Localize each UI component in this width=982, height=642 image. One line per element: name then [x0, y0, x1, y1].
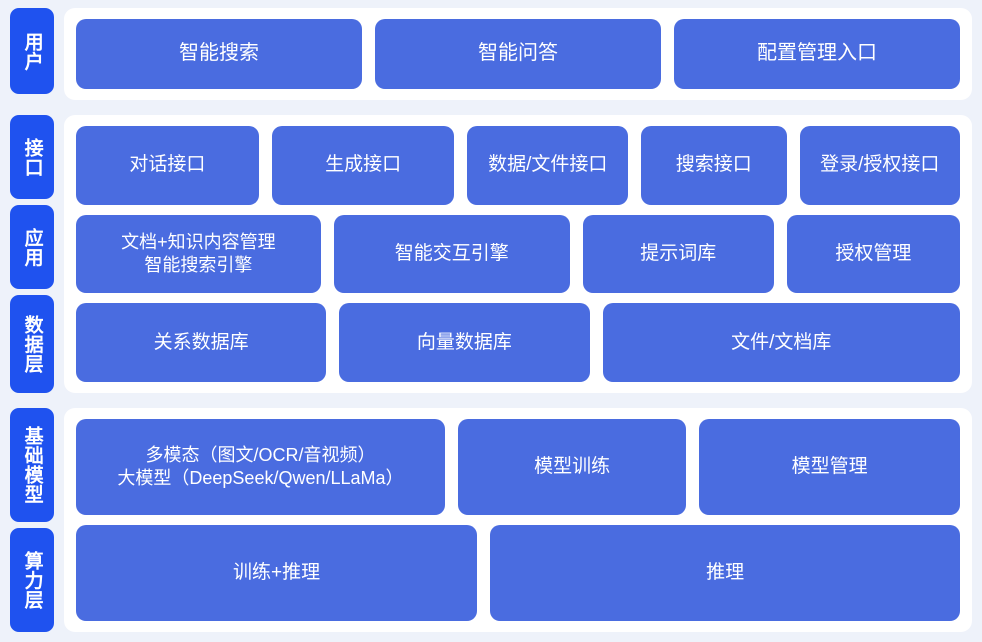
- tag-column-base: 基础模型 算力层: [10, 408, 54, 632]
- panel-user: 智能搜索 智能问答 配置管理入口: [64, 8, 972, 100]
- card-multimodal-large-model[interactable]: 多模态（图文/OCR/音视频） 大模型（DeepSeek/Qwen/LLaMa）: [76, 419, 445, 515]
- band-user: 用户 智能搜索 智能问答 配置管理入口: [10, 8, 972, 100]
- card-smart-qa[interactable]: 智能问答: [375, 19, 661, 89]
- card-smart-search[interactable]: 智能搜索: [76, 19, 362, 89]
- panel-middle: 对话接口 生成接口 数据/文件接口 搜索接口 登录/授权接口 文档+知识内容管理…: [64, 115, 972, 393]
- card-model-management[interactable]: 模型管理: [699, 419, 960, 515]
- card-authorization-management[interactable]: 授权管理: [786, 214, 960, 294]
- card-search-api[interactable]: 搜索接口: [640, 126, 787, 205]
- card-prompt-library[interactable]: 提示词库: [582, 214, 774, 294]
- card-model-training[interactable]: 模型训练: [457, 419, 687, 515]
- row-compute: 训练+推理 推理: [76, 525, 960, 621]
- card-doc-knowledge-management[interactable]: 文档+知识内容管理 智能搜索引擎: [76, 214, 321, 294]
- card-login-auth-api[interactable]: 登录/授权接口: [799, 126, 961, 205]
- card-data-file-api[interactable]: 数据/文件接口: [467, 126, 628, 205]
- card-vector-database[interactable]: 向量数据库: [339, 303, 590, 383]
- band-base: 基础模型 算力层 多模态（图文/OCR/音视频） 大模型（DeepSeek/Qw…: [10, 408, 972, 632]
- tag-column-middle: 接口 应用 数据层: [10, 115, 54, 393]
- band-middle: 接口 应用 数据层 对话接口 生成接口 数据/文件接口 搜索接口 登录/授权接口…: [10, 115, 972, 393]
- row-application: 文档+知识内容管理 智能搜索引擎 智能交互引擎 提示词库 授权管理: [76, 214, 960, 294]
- layer-tag-user: 用户: [10, 8, 54, 94]
- card-dialog-api[interactable]: 对话接口: [76, 126, 259, 205]
- layer-tag-data: 数据层: [10, 295, 54, 393]
- row-model: 多模态（图文/OCR/音视频） 大模型（DeepSeek/Qwen/LLaMa）…: [76, 419, 960, 515]
- row-data: 关系数据库 向量数据库 文件/文档库: [76, 303, 961, 383]
- card-relational-database[interactable]: 关系数据库: [76, 303, 327, 383]
- card-file-document-repository[interactable]: 文件/文档库: [602, 303, 961, 383]
- card-inference[interactable]: 推理: [490, 525, 960, 621]
- card-smart-interaction-engine[interactable]: 智能交互引擎: [333, 214, 570, 294]
- panel-base: 多模态（图文/OCR/音视频） 大模型（DeepSeek/Qwen/LLaMa）…: [64, 408, 972, 632]
- tag-column-user: 用户: [10, 8, 54, 100]
- row-user: 智能搜索 智能问答 配置管理入口: [76, 19, 960, 89]
- layer-tag-compute: 算力层: [10, 528, 54, 632]
- layer-tag-interface: 接口: [10, 115, 54, 199]
- layer-tag-application: 应用: [10, 205, 54, 289]
- card-training-inference[interactable]: 训练+推理: [76, 525, 478, 621]
- card-generation-api[interactable]: 生成接口: [271, 126, 455, 205]
- layer-tag-foundation-model: 基础模型: [10, 408, 54, 522]
- row-interface: 对话接口 生成接口 数据/文件接口 搜索接口 登录/授权接口: [76, 126, 961, 205]
- card-config-management-entry[interactable]: 配置管理入口: [674, 19, 960, 89]
